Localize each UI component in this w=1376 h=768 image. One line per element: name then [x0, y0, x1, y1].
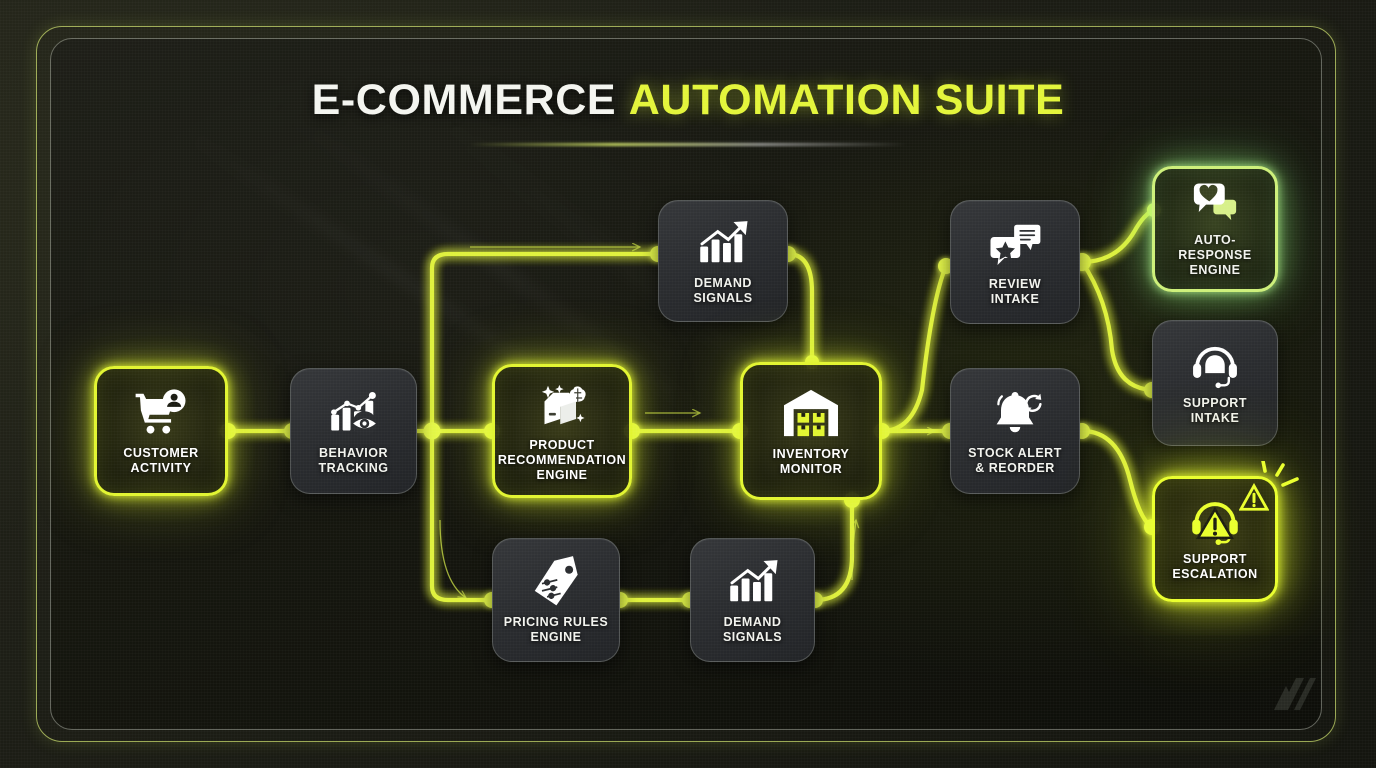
title-part-accent: AUTOMATION SUITE	[628, 76, 1065, 124]
review-chat-icon	[990, 224, 1041, 265]
growth-chart-icon	[729, 559, 777, 601]
alert-rays-icon	[1261, 461, 1299, 487]
growth-chart-icon	[700, 220, 748, 262]
node-stock-alert-reorder[interactable]: STOCK ALERT& REORDER	[950, 368, 1080, 494]
warning-triangle-icon	[1239, 483, 1269, 511]
bell-refresh-icon	[996, 391, 1042, 432]
page-title: E-COMMERCE AUTOMATION SUITE	[0, 76, 1376, 125]
box-brain-icon	[541, 385, 586, 425]
title-underline	[468, 143, 908, 146]
brand-logo-watermark	[1274, 678, 1316, 710]
chart-eye-icon	[330, 391, 377, 436]
headset-icon	[1193, 346, 1237, 388]
node-label: STOCK ALERT& REORDER	[968, 445, 1062, 475]
heart-chat-icon	[1193, 183, 1237, 221]
headset-warning-icon	[1192, 502, 1238, 545]
price-tag-icon	[534, 555, 578, 606]
warehouse-icon	[784, 389, 838, 436]
cart-user-icon	[135, 389, 186, 434]
title-part-primary: E-COMMERCE	[311, 76, 617, 124]
